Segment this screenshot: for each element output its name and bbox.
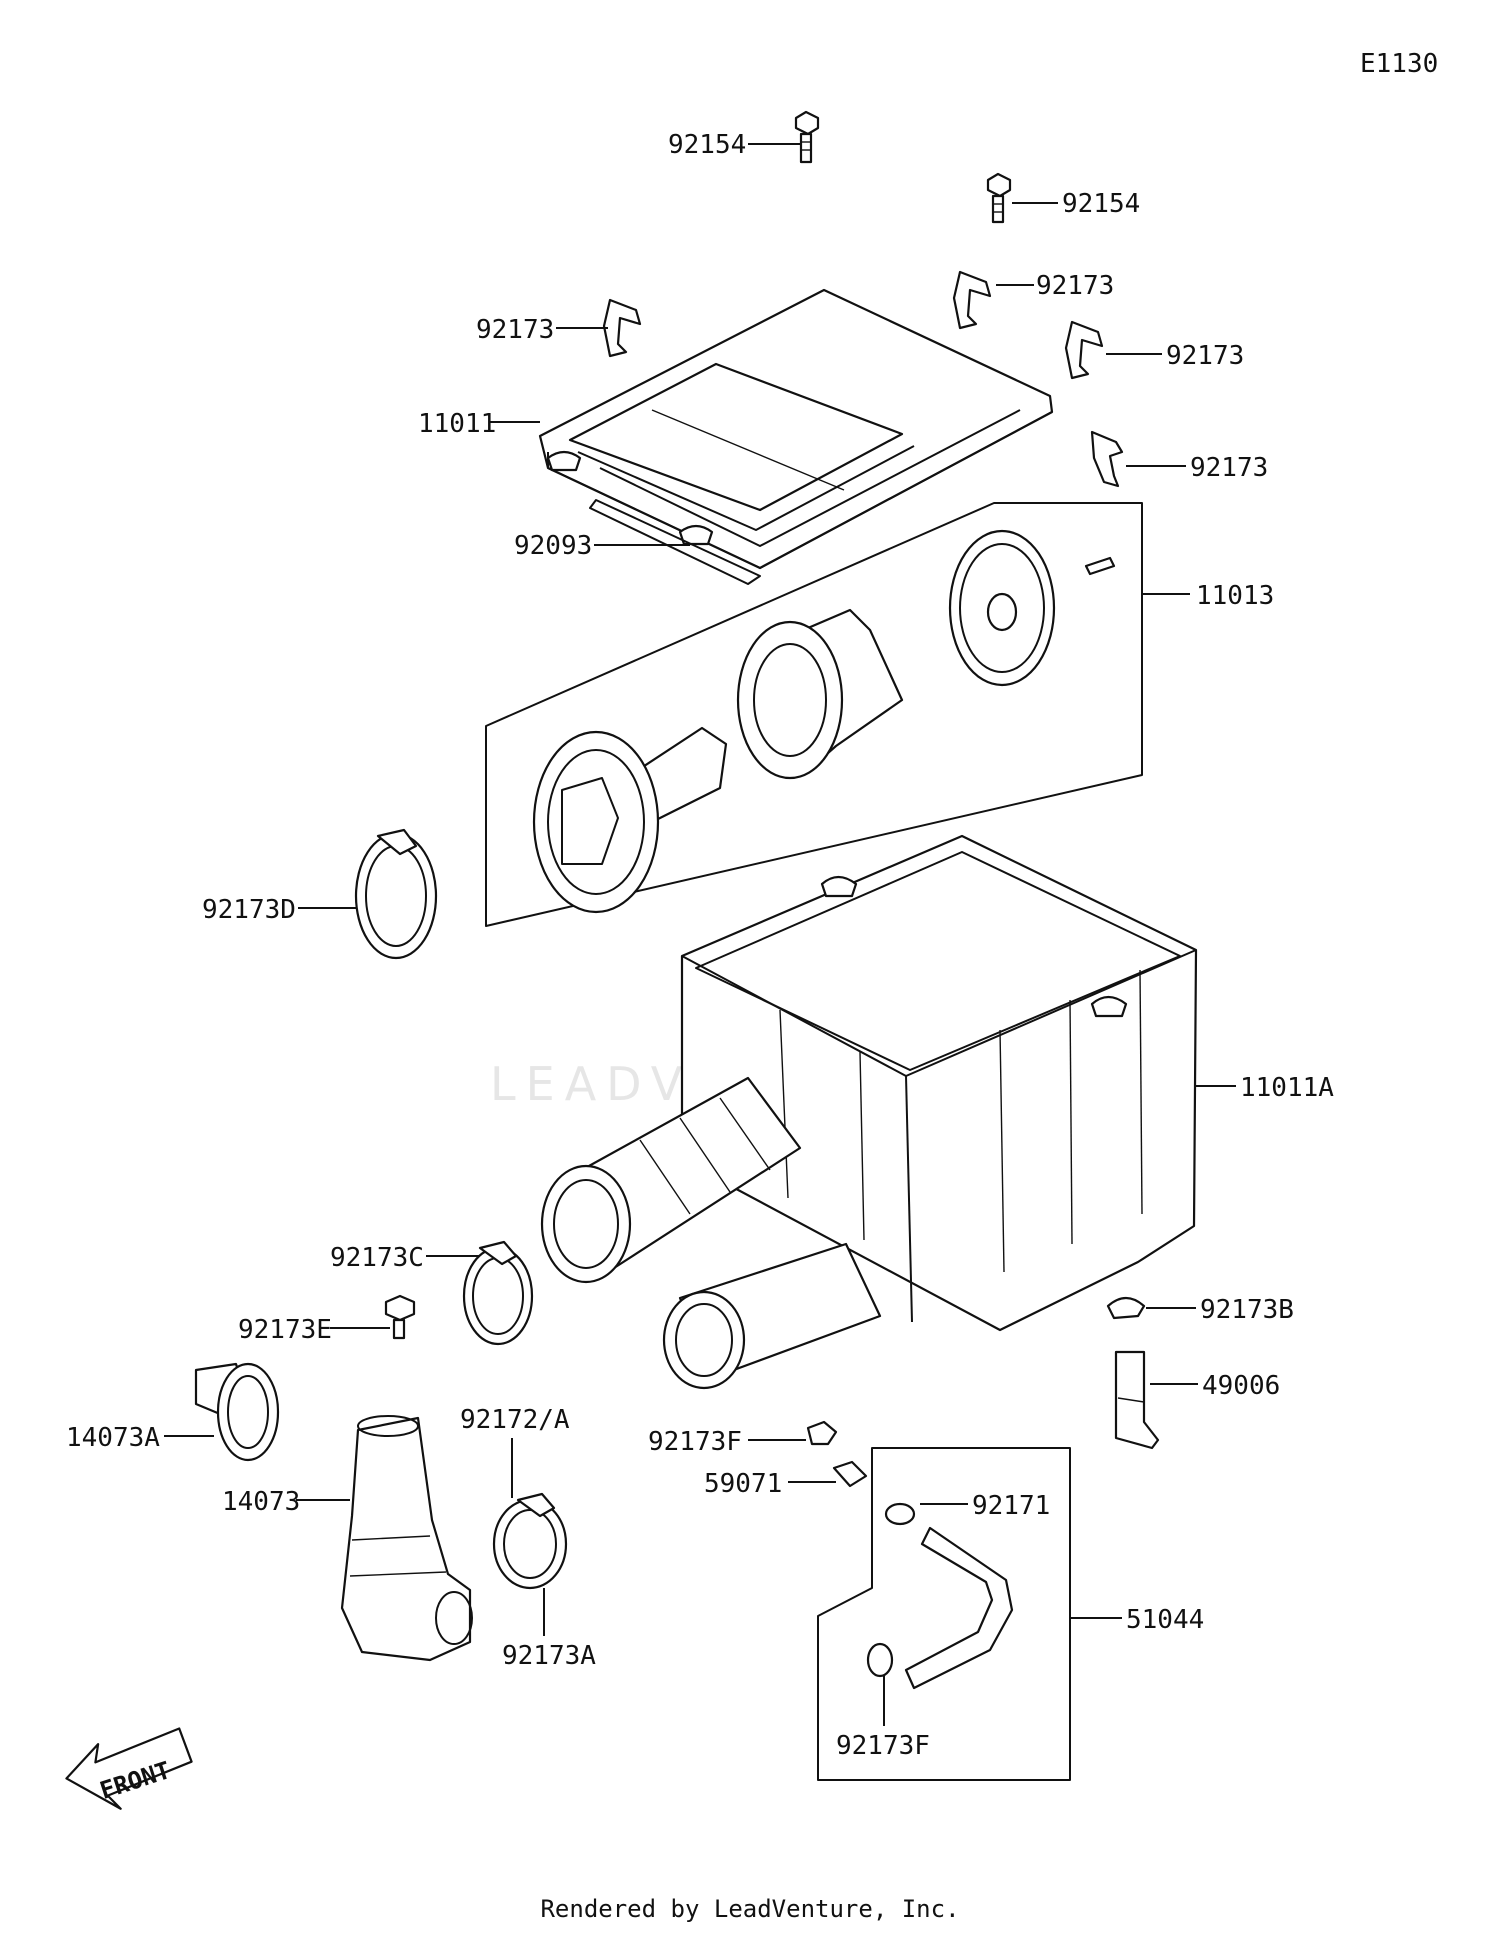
clamp-92173C[interactable]	[462, 1240, 534, 1346]
clip-92173E[interactable]	[384, 1294, 416, 1340]
label-92171[interactable]: 92171	[972, 1491, 1050, 1521]
label-92173F-top: 92173F	[648, 1427, 742, 1457]
label-92173E: 92173E	[238, 1315, 332, 1345]
label-92172A: 92172/A	[460, 1405, 570, 1435]
label-92173C: 92173C	[330, 1243, 424, 1273]
clamp-92172A[interactable]	[492, 1492, 568, 1590]
front-arrow-icon: FRONT	[65, 1727, 193, 1810]
clip-92173-d[interactable]	[1090, 430, 1124, 488]
label-14073: 14073	[222, 1487, 300, 1517]
label-92173B: 92173B	[1200, 1295, 1294, 1325]
hose-51044[interactable]	[817, 1447, 1071, 1781]
label-92173-d: 92173	[1190, 453, 1268, 483]
air-cleaner-cover-11011[interactable]	[538, 288, 1054, 570]
clip-92173-b[interactable]	[952, 270, 992, 330]
element-assembly-11013[interactable]	[485, 502, 1143, 927]
clip-92173-c[interactable]	[1064, 320, 1104, 380]
label-92173F-bottom: 92173F	[836, 1731, 930, 1761]
drain-49006[interactable]	[1114, 1350, 1160, 1450]
clip-92173F-top[interactable]	[806, 1420, 838, 1446]
label-49006: 49006	[1202, 1371, 1280, 1401]
air-cleaner-case-11011A[interactable]	[540, 834, 1198, 1390]
clamp-92173D[interactable]	[354, 828, 438, 960]
clip-92173B[interactable]	[1106, 1296, 1146, 1320]
label-11011: 11011	[418, 409, 496, 439]
label-92173A: 92173A	[502, 1641, 596, 1671]
label-11013: 11013	[1196, 581, 1274, 611]
fitting-59071[interactable]	[832, 1460, 868, 1488]
footer-credit: Rendered by LeadVenture, Inc.	[540, 1895, 960, 1923]
label-51044: 51044	[1126, 1605, 1204, 1635]
diagram-code: E1130	[1360, 49, 1438, 79]
label-92154-right: 92154	[1062, 189, 1140, 219]
label-59071: 59071	[704, 1469, 782, 1499]
label-92173D: 92173D	[202, 895, 296, 925]
label-92093: 92093	[514, 531, 592, 561]
bolt-92154-top[interactable]	[794, 110, 820, 164]
gasket-92093[interactable]	[589, 499, 761, 585]
label-11011A: 11011A	[1240, 1073, 1334, 1103]
label-92173-c: 92173	[1166, 341, 1244, 371]
label-92173-b: 92173	[1036, 271, 1114, 301]
clip-92173-a[interactable]	[602, 298, 642, 358]
label-92173-a: 92173	[476, 315, 554, 345]
duct-14073A[interactable]	[194, 1362, 280, 1462]
label-92154-top: 92154	[668, 130, 746, 160]
bolt-92154-right[interactable]	[986, 172, 1012, 224]
duct-14073[interactable]	[340, 1415, 473, 1662]
label-14073A: 14073A	[66, 1423, 160, 1453]
